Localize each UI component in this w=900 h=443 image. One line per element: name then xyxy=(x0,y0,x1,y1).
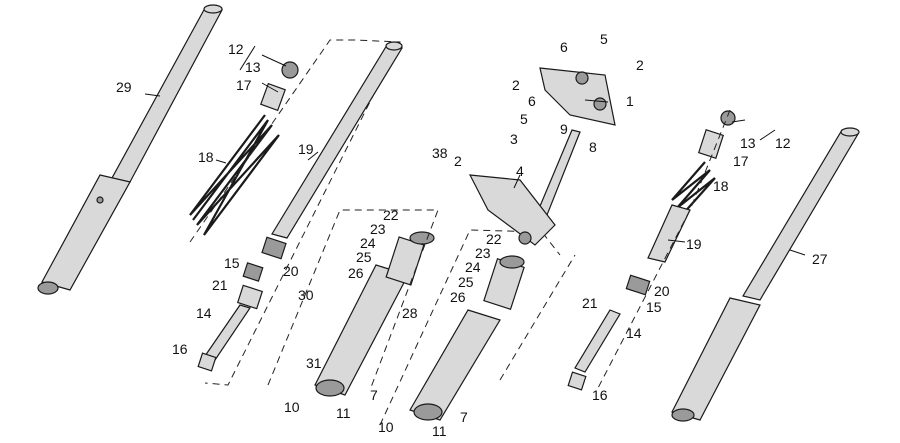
callout-10-right: 10 xyxy=(378,419,394,435)
callout-20-left: 20 xyxy=(283,263,299,279)
callout-4: 4 xyxy=(516,163,524,179)
callout-30: 30 xyxy=(298,287,314,303)
dashed-frame-center xyxy=(379,229,561,426)
callout-14-right: 14 xyxy=(626,325,642,341)
callout-6-mid: 6 xyxy=(528,93,536,109)
callout-38: 38 xyxy=(432,145,448,161)
callout-26-right: 26 xyxy=(450,289,466,305)
callout-14-left: 14 xyxy=(196,305,212,321)
callout-6-top: 6 xyxy=(560,39,568,55)
callout-15-right: 15 xyxy=(646,299,662,315)
callout-5-top: 5 xyxy=(600,31,608,47)
callout-15-left: 15 xyxy=(224,255,240,271)
callout-21-right: 21 xyxy=(582,295,598,311)
steering-stem xyxy=(468,67,616,246)
fork-tube-29 xyxy=(37,4,223,295)
callout-17-left: 17 xyxy=(236,77,252,93)
callout-18-right: 18 xyxy=(713,178,729,194)
callout-12-left: 12 xyxy=(228,41,244,57)
callout-29: 29 xyxy=(116,79,132,95)
callout-2-right: 2 xyxy=(636,57,644,73)
fork-tube-27 xyxy=(671,127,860,422)
callout-12-right: 12 xyxy=(775,135,791,151)
callout-2-left: 2 xyxy=(512,77,520,93)
callout-18-left: 18 xyxy=(198,149,214,165)
callout-11-left: 11 xyxy=(336,405,351,421)
callout-13-right: 13 xyxy=(740,135,756,151)
callout-1: 1 xyxy=(626,93,634,109)
callout-24-right: 24 xyxy=(465,259,481,275)
callout-11-right: 11 xyxy=(432,423,447,439)
callout-19-right: 19 xyxy=(686,236,702,252)
spring-assembly-left xyxy=(189,61,299,236)
callout-8: 8 xyxy=(589,139,597,155)
inner-tube-19-left xyxy=(261,41,403,260)
callout-23-right: 23 xyxy=(475,245,491,261)
callout-16-right: 16 xyxy=(592,387,608,403)
callout-27: 27 xyxy=(812,251,828,267)
callout-26-left: 26 xyxy=(348,265,364,281)
callout-31: 31 xyxy=(306,355,322,371)
callout-22-left: 22 xyxy=(383,207,399,223)
callout-16-left: 16 xyxy=(172,341,188,357)
callout-10-left: 10 xyxy=(284,399,300,415)
dashed-frame-left xyxy=(189,39,401,386)
callout-22-right: 22 xyxy=(486,231,502,247)
callout-25-left: 25 xyxy=(356,249,372,265)
callout-13-left: 13 xyxy=(245,59,261,75)
dashed-frame-right xyxy=(499,254,576,381)
callout-25-right: 25 xyxy=(458,274,474,290)
dashed-frame-right-2 xyxy=(597,109,731,389)
callout-23-left: 23 xyxy=(370,221,386,237)
leader-lines xyxy=(144,45,806,256)
damper-rod-left xyxy=(197,262,264,372)
callout-2-center: 2 xyxy=(454,153,462,169)
callout-9: 9 xyxy=(560,121,568,137)
callout-21-left: 21 xyxy=(212,277,228,293)
callout-17-right: 17 xyxy=(733,153,749,169)
slider-28 xyxy=(409,255,525,421)
callout-24-left: 24 xyxy=(360,235,376,251)
callout-3: 3 xyxy=(510,131,518,147)
callout-19-left: 19 xyxy=(298,141,314,157)
callout-7-right: 7 xyxy=(460,409,468,425)
callout-28: 28 xyxy=(402,305,418,321)
callout-5-mid: 5 xyxy=(520,111,528,127)
slider-30 xyxy=(314,231,435,397)
spring-assembly-right xyxy=(567,110,736,391)
callout-20-right: 20 xyxy=(654,283,670,299)
callout-7-left: 7 xyxy=(370,387,378,403)
